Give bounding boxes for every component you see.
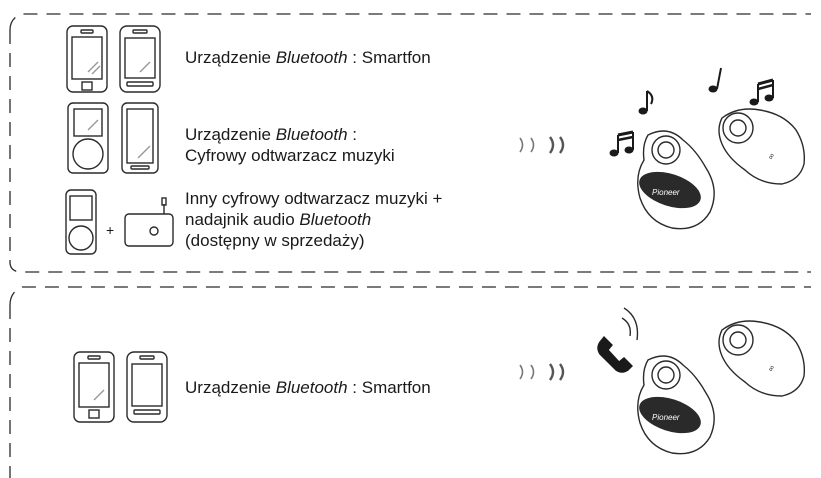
earbud-icon: Pioneer	[637, 130, 715, 230]
music-note-icon	[749, 78, 774, 106]
bottom-row-smartphone-label: Urządzenie Bluetooth : Smartfon	[185, 378, 431, 397]
music-note-icon	[638, 90, 654, 115]
audio-transmitter-icon	[124, 197, 174, 247]
svg-text:∞: ∞	[766, 151, 777, 161]
earbud-icon: Pioneer	[637, 355, 715, 455]
music-player-icon	[67, 102, 109, 174]
row-other-player-label: Inny cyfrowy odtwarzacz muzyki + nadajni…	[185, 189, 443, 250]
android-phone-icon	[126, 351, 168, 423]
signal-arrows-icon	[519, 136, 565, 154]
row-smartphone-label: Urządzenie Bluetooth : Smartfon	[185, 48, 431, 67]
brand-label: Pioneer	[652, 413, 680, 422]
top-panel-border	[9, 13, 811, 273]
bottom-panel-border	[9, 286, 811, 478]
music-note-icon	[609, 130, 634, 157]
earbud-icon: ∞	[718, 320, 806, 397]
earbud-icon: ∞	[718, 108, 806, 185]
brand-label: Pioneer	[652, 188, 680, 197]
media-player-icon	[121, 102, 159, 174]
phone-call-icon	[597, 307, 639, 373]
plus-sign: +	[106, 222, 115, 238]
android-phone-icon	[119, 25, 161, 93]
signal-arrows-icon	[519, 363, 565, 381]
music-player-icon	[65, 189, 97, 255]
phone-icon	[73, 351, 115, 423]
phone-icon	[66, 25, 108, 93]
row-music-player-label: Urządzenie Bluetooth : Cyfrowy odtwarzac…	[185, 125, 395, 165]
svg-text:∞: ∞	[766, 363, 777, 373]
music-note-icon	[708, 67, 722, 93]
